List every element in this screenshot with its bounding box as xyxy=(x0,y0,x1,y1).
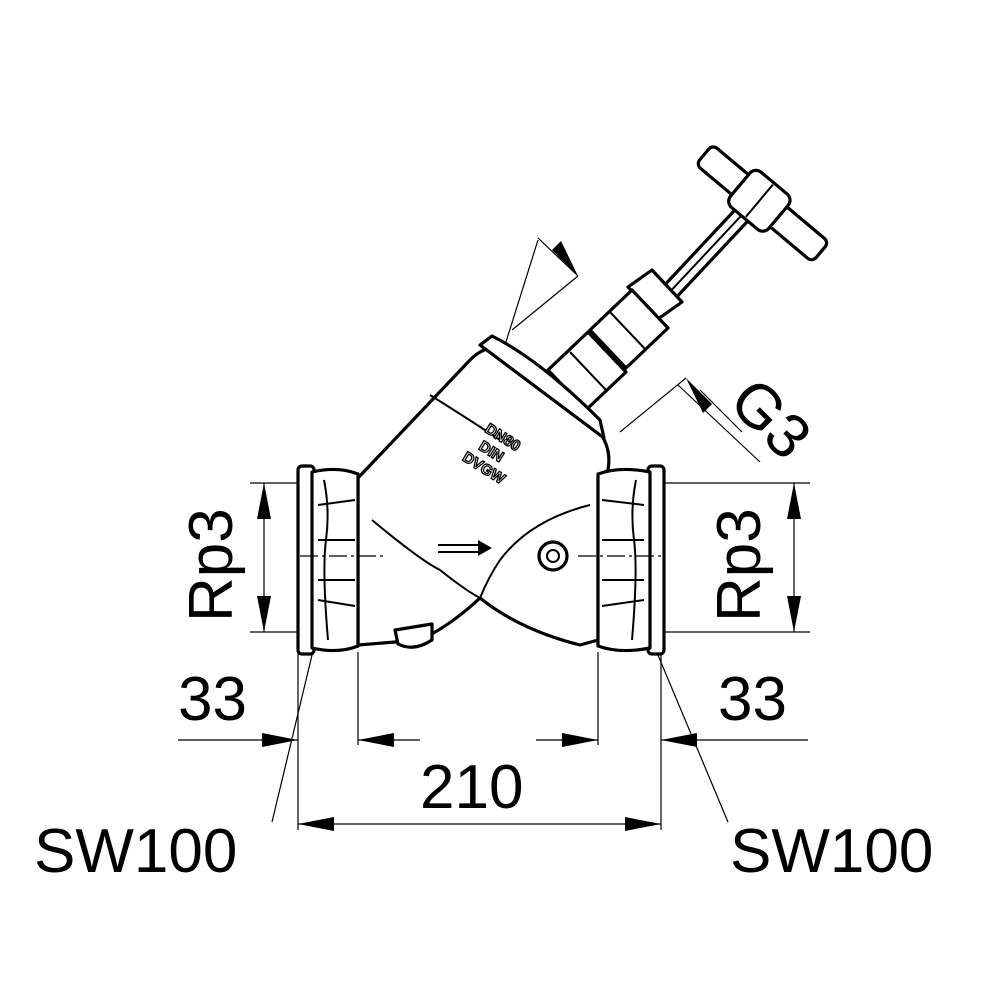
left-end-connection xyxy=(296,464,384,656)
overall-length-label: 210 xyxy=(420,753,523,822)
right-end-connection xyxy=(578,464,666,656)
bonnet-thread-label: G3 xyxy=(717,365,824,472)
left-length-label: 33 xyxy=(178,665,247,734)
right-wrench-label: SW100 xyxy=(730,817,933,886)
right-length-label: 33 xyxy=(718,665,787,734)
flow-arrow xyxy=(438,540,492,556)
extension-lines xyxy=(250,482,810,830)
right-thread-label: Rp3 xyxy=(705,508,774,622)
left-wrench-label: SW100 xyxy=(34,817,237,886)
valve-body: DN80 DIN DVGW xyxy=(356,334,611,649)
dimension-lines xyxy=(178,237,808,831)
handwheel xyxy=(658,145,829,304)
left-thread-label: Rp3 xyxy=(177,508,246,622)
